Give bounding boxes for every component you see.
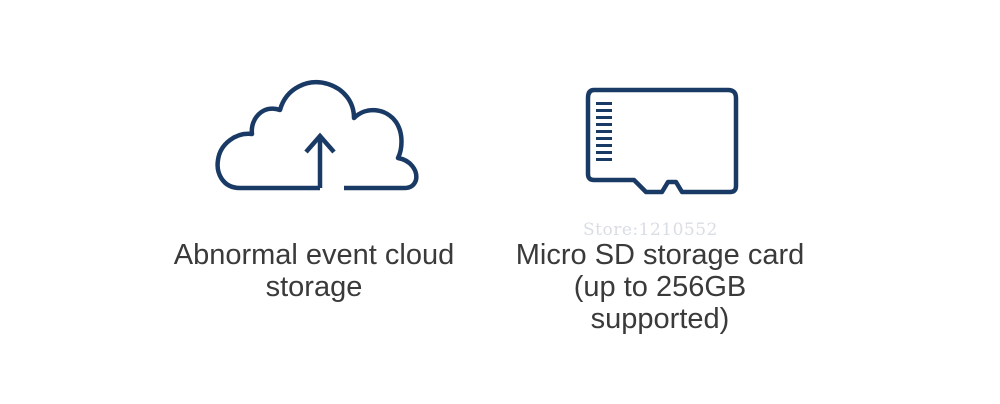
cloud-storage-caption: Abnormal event cloud storage (173, 239, 455, 303)
micro-sd-card-icon (584, 86, 740, 196)
feature-cloud-storage: Abnormal event cloud storage (173, 74, 455, 303)
cloud-upload-icon (212, 74, 422, 196)
sd-card-caption: Micro SD storage card (up to 256GB suppo… (515, 239, 805, 335)
store-watermark: Store:1210552 (583, 220, 718, 240)
feature-sd-card: Micro SD storage card (up to 256GB suppo… (500, 0, 1000, 404)
